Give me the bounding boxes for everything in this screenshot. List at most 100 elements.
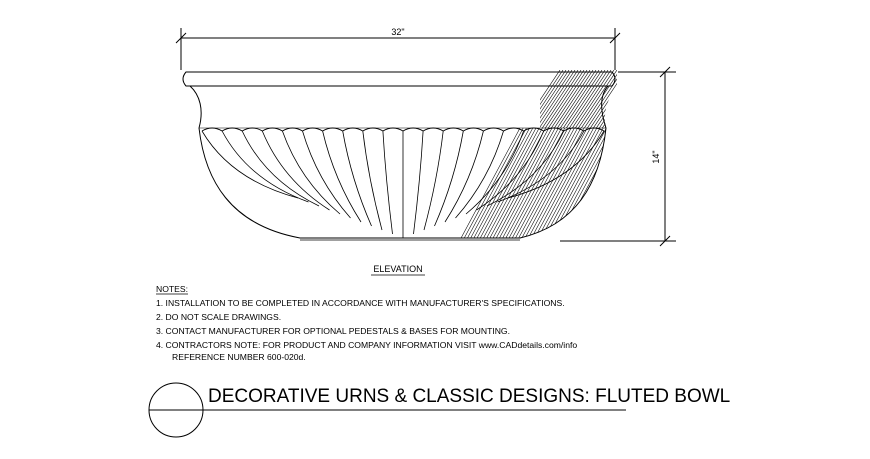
- hatch-line: [561, 70, 603, 128]
- flute-line: [455, 130, 504, 219]
- hatch-line: [576, 70, 617, 128]
- hatch-line: [619, 70, 659, 130]
- hatch-line: [533, 128, 594, 238]
- hatch-line: [543, 70, 585, 128]
- body-shading: [459, 128, 606, 238]
- rim-shading: [540, 70, 659, 130]
- hatch-line: [540, 70, 567, 128]
- hatch-line: [539, 128, 601, 238]
- hatch-line: [520, 128, 582, 238]
- hatch-line: [579, 70, 617, 128]
- hatch-line: [542, 128, 604, 238]
- reference-number: REFERENCE NUMBER 600-020d.: [172, 352, 306, 362]
- hatch-line: [540, 70, 561, 128]
- fluted-bowl-elevation: [182, 70, 659, 241]
- hatch-line: [466, 128, 527, 238]
- flute-line: [201, 130, 299, 199]
- note-item: 2. DO NOT SCALE DRAWINGS.: [156, 312, 281, 322]
- hatch-line: [540, 70, 576, 128]
- hatch-line: [510, 128, 572, 238]
- note-item: 3. CONTACT MANUFACTURER FOR OPTIONAL PED…: [156, 326, 510, 336]
- hatch-line: [459, 128, 521, 238]
- hatch-line: [565, 128, 606, 238]
- hatch-line: [555, 70, 597, 128]
- flute-line: [423, 130, 444, 231]
- hatch-line: [530, 128, 591, 238]
- flute-line: [444, 130, 484, 223]
- hatch-line: [585, 70, 617, 128]
- flute-line: [221, 130, 309, 203]
- flute-line: [322, 130, 362, 223]
- hatch-line: [485, 128, 546, 238]
- hatch-line: [504, 128, 566, 238]
- hatch-line: [540, 70, 570, 128]
- flute-line: [282, 130, 341, 215]
- flute-line: [342, 130, 372, 227]
- hatch-line: [514, 128, 575, 238]
- flute-line: [413, 130, 424, 235]
- note-item: 1. INSTALLATION TO BE COMPLETED IN ACCOR…: [156, 298, 565, 308]
- elevation-label: ELEVATION: [373, 264, 422, 274]
- hatch-line: [482, 128, 543, 238]
- title-circle-icon: [148, 382, 626, 438]
- drawing-title: DECORATIVE URNS & CLASSIC DESIGNS: FLUTE…: [208, 386, 730, 407]
- flute-line: [362, 130, 383, 231]
- hatch-line: [536, 128, 598, 238]
- hatch-line: [469, 128, 530, 238]
- hatch-line: [582, 70, 617, 128]
- flute-line: [382, 130, 393, 235]
- hatch-line: [573, 70, 615, 128]
- hatch-line: [603, 70, 617, 128]
- hatch-line: [546, 128, 606, 238]
- hatch-line: [507, 128, 569, 238]
- hatch-line: [567, 70, 609, 128]
- flute-line: [241, 130, 320, 207]
- hatch-line: [540, 70, 564, 128]
- hatch-line: [574, 128, 606, 238]
- hatch-line: [564, 70, 606, 128]
- hatch-line: [517, 128, 578, 238]
- hatch-line: [568, 128, 606, 238]
- hatch-line: [597, 70, 617, 128]
- hatch-line: [523, 128, 585, 238]
- hatch-line: [612, 70, 617, 128]
- hatch-line: [555, 128, 606, 238]
- notes-heading: NOTES:: [156, 284, 188, 294]
- hatch-line: [475, 128, 537, 238]
- hatch-line: [558, 70, 600, 128]
- flute-line: [261, 130, 330, 211]
- hatch-line: [546, 70, 588, 128]
- hatch-line: [494, 128, 556, 238]
- hatch-line: [498, 128, 559, 238]
- hatch-line: [578, 128, 606, 238]
- hatch-line: [609, 70, 617, 128]
- flute-line: [497, 130, 585, 203]
- height-dimension-label: 14": [651, 150, 661, 163]
- hatch-line: [472, 128, 534, 238]
- hatch-line: [540, 70, 582, 128]
- notes-block: NOTES: 1. INSTALLATION TO BE COMPLETED I…: [156, 284, 577, 362]
- hatch-line: [591, 70, 617, 128]
- width-dimension: [175, 28, 621, 70]
- flutes: [201, 130, 605, 238]
- hatch-line: [501, 128, 562, 238]
- hatch-line: [571, 128, 606, 238]
- hatch-line: [526, 128, 588, 238]
- hatch-line: [615, 70, 617, 128]
- hatch-line: [588, 70, 617, 128]
- hatch-line: [462, 128, 524, 238]
- hatch-line: [549, 128, 606, 238]
- note-item: 4. CONTRACTORS NOTE: FOR PRODUCT AND COM…: [156, 340, 577, 350]
- height-dimension: [560, 66, 676, 247]
- hatch-line: [600, 70, 617, 128]
- hatch-line: [549, 70, 591, 128]
- flute-line: [507, 130, 605, 199]
- hatch-line: [606, 70, 617, 128]
- hatch-line: [488, 128, 550, 238]
- hatch-line: [540, 70, 573, 128]
- hatch-line: [491, 128, 553, 238]
- flute-line: [302, 130, 351, 219]
- width-dimension-label: 32": [391, 27, 404, 37]
- hatch-line: [570, 70, 612, 128]
